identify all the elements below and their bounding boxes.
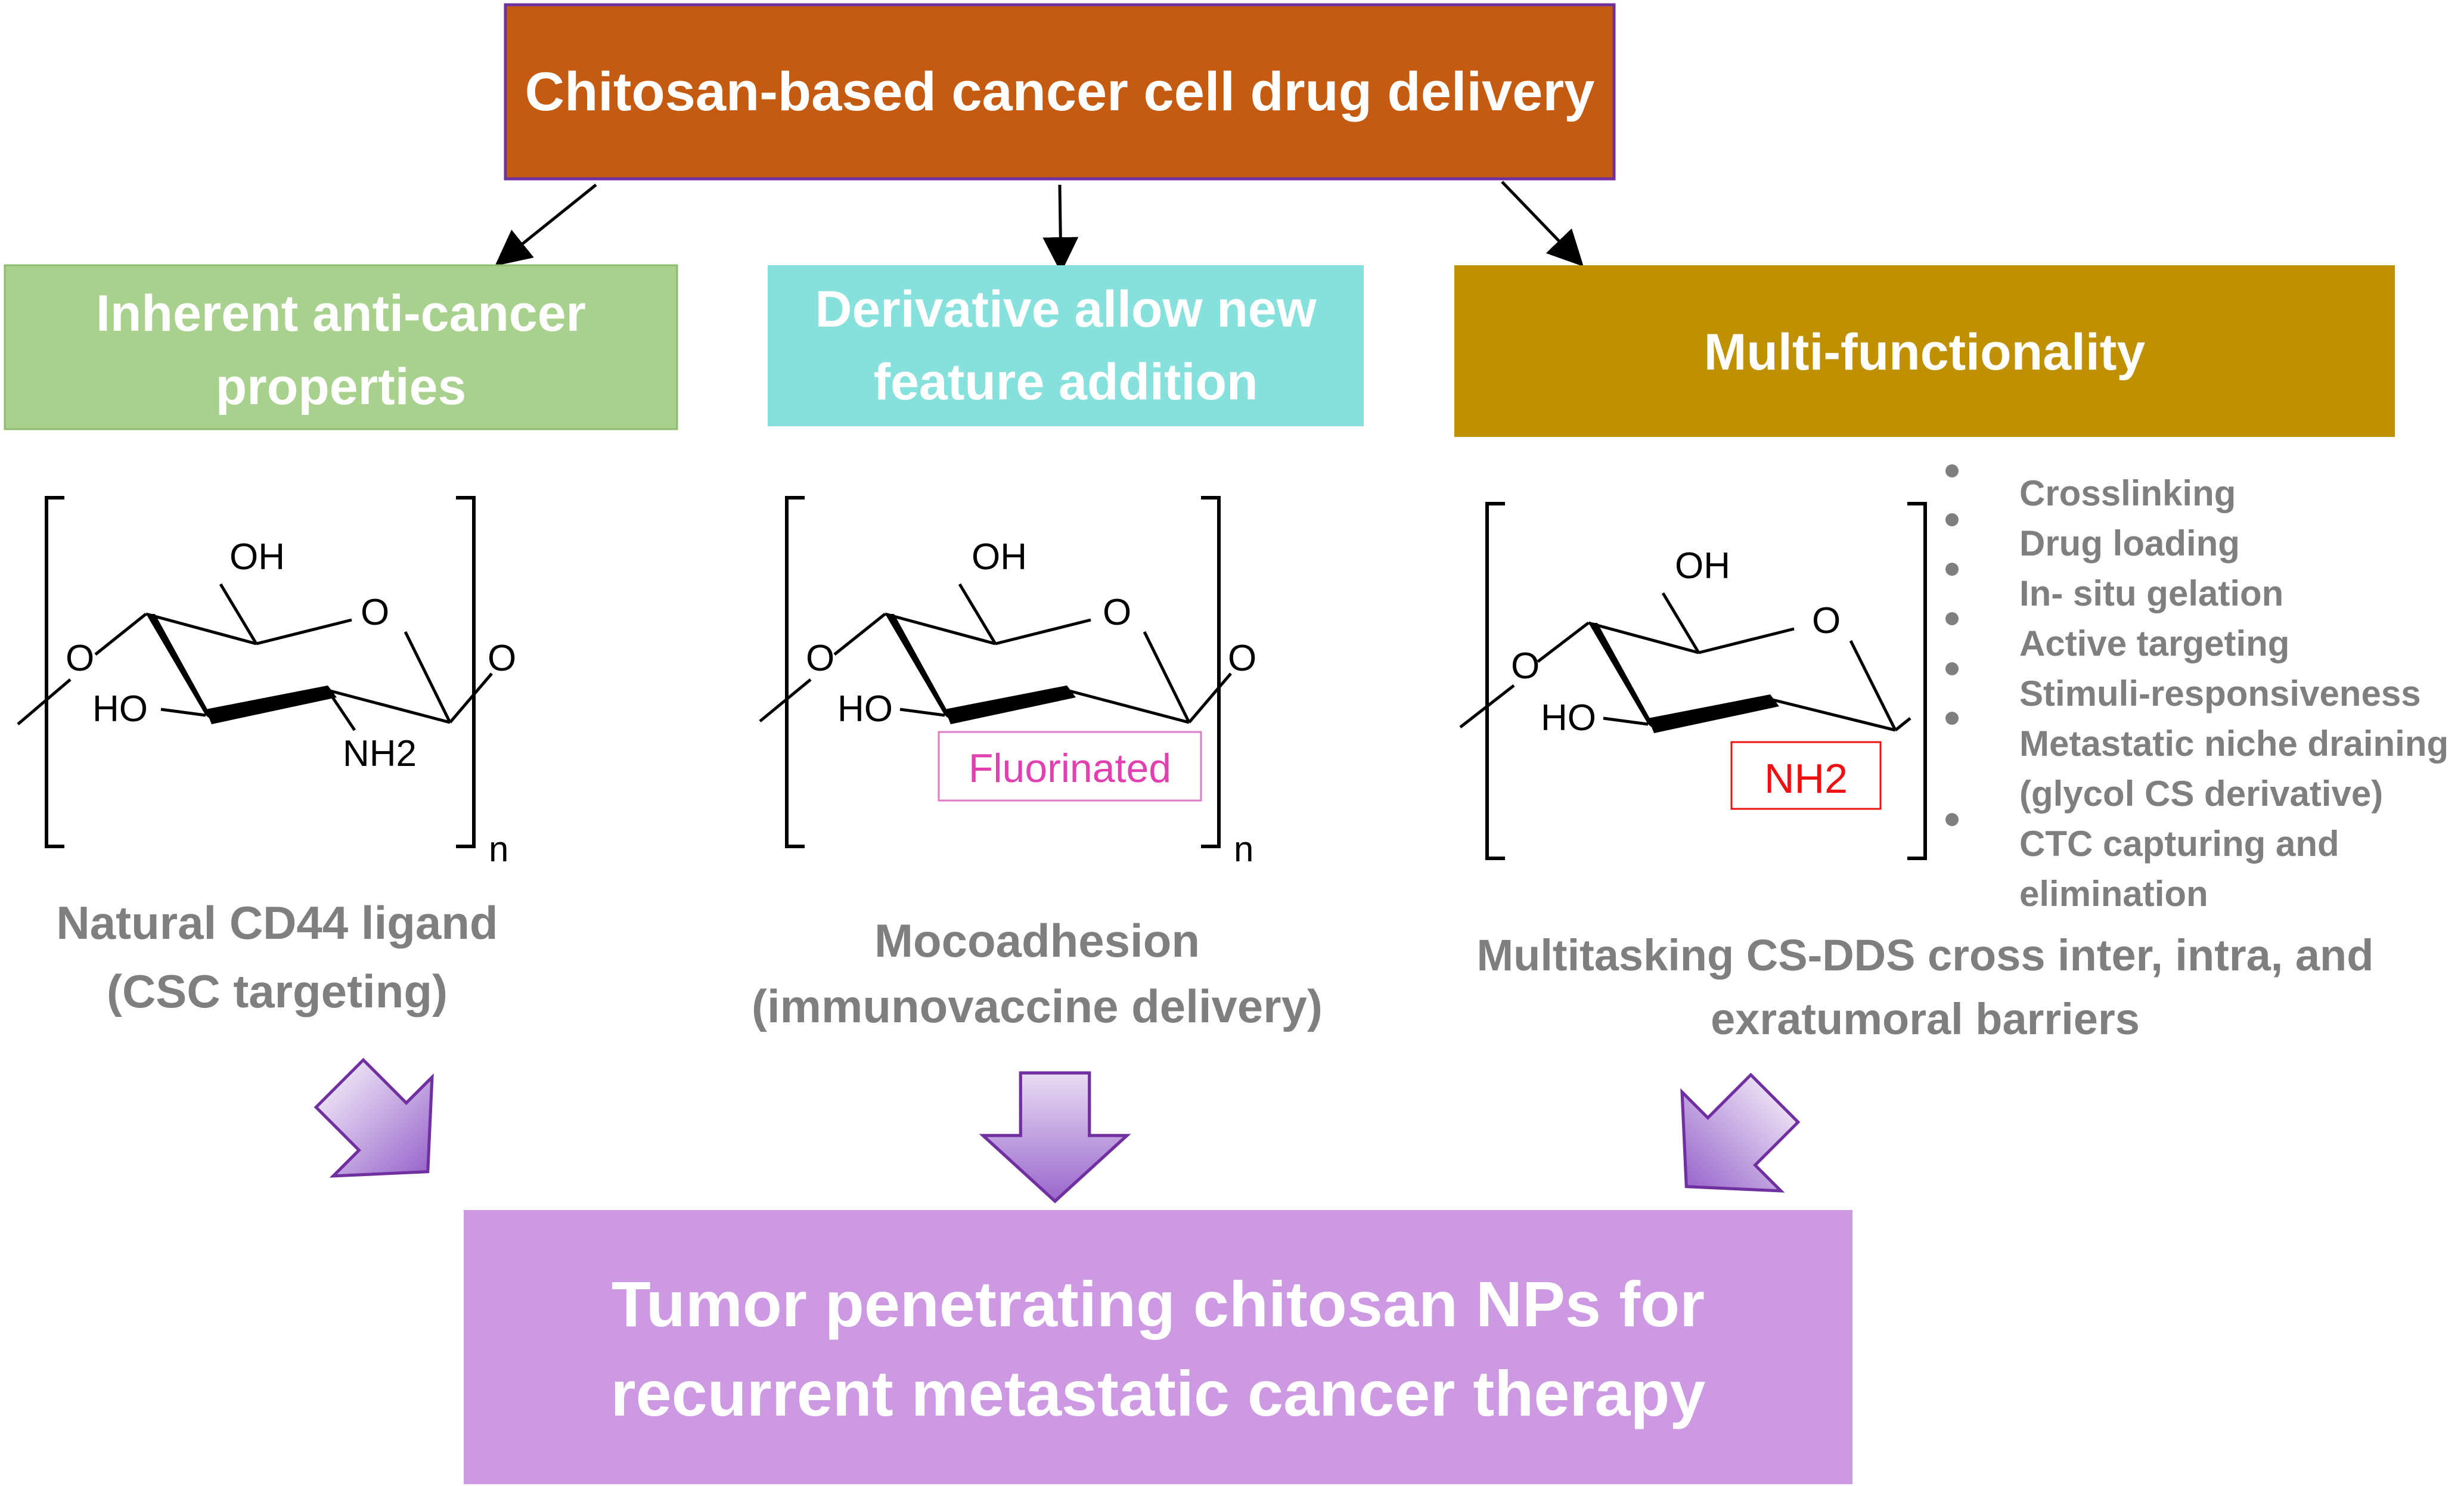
caption-left-line1: Natural CD44 ligand — [56, 896, 498, 949]
oxygen-right: O — [488, 638, 516, 679]
bullet-dot — [1945, 513, 1959, 526]
heading-box-right: Multi-functionality — [1454, 265, 2395, 437]
oxygen-left: O — [66, 638, 94, 679]
connector-right — [1501, 181, 1584, 267]
title-text: Chitosan-based cancer cell drug delivery — [525, 61, 1595, 122]
bottom-box: Tumor penetrating chitosan NPs for recur… — [464, 1210, 1852, 1484]
bullet-dot — [1945, 813, 1959, 826]
bottom-line1: Tumor penetrating chitosan NPs for — [612, 1268, 1705, 1340]
heading-box-left: Inherent anti-cancer properties — [4, 264, 678, 430]
connector-arrows — [495, 181, 1584, 273]
feature-item: Stimuli-responsiveness — [2019, 674, 2421, 713]
bullet-dot — [1945, 712, 1959, 725]
bracket-right — [456, 496, 476, 848]
oxygen-left: O — [1511, 646, 1540, 687]
oxygen-right: O — [1228, 638, 1256, 679]
bullet-dot — [1945, 662, 1959, 675]
block-arrow-middle — [983, 1073, 1127, 1201]
heading-box-middle: Derivative allow new feature addition — [768, 265, 1364, 426]
heading-middle-line1: Derivative allow new — [815, 281, 1317, 338]
caption-left: Natural CD44 ligand (CSC targeting) — [56, 896, 498, 1017]
ring-oxygen-label: O — [1103, 592, 1131, 633]
title-box: Chitosan-based cancer cell drug delivery — [504, 3, 1616, 181]
caption-right: Multitasking CS-DDS cross inter, intra, … — [1477, 930, 2374, 1044]
amine-label-box — [1730, 741, 1882, 810]
bracket-left — [1485, 502, 1505, 860]
block-arrow-right — [1637, 1049, 1824, 1236]
feature-item: (glycol CS derivative) — [2019, 774, 2383, 814]
ring-oxygen-label: O — [1812, 600, 1841, 641]
ring-oxygen-label: O — [361, 592, 389, 633]
bracket-left — [785, 496, 805, 848]
feature-item: elimination — [2019, 874, 2208, 914]
fluorinated-label: Fluorinated — [969, 746, 1171, 791]
hydroxyl-label: HO — [1541, 697, 1596, 739]
caption-middle-line2: (immunovaccine delivery) — [752, 980, 1323, 1032]
hydroxymethyl-label: OH — [229, 536, 285, 578]
feature-item: In- situ gelation — [2019, 573, 2283, 613]
bullet-dot — [1945, 563, 1959, 576]
bottom-line2: recurrent metastatic cancer therapy — [611, 1357, 1706, 1429]
repeat-subscript-n: n — [489, 829, 508, 869]
heading-left-line1: Inherent anti-cancer — [96, 285, 586, 342]
hydroxyl-label: HO — [837, 688, 893, 730]
hydroxymethyl-label: OH — [1675, 545, 1730, 587]
feature-item: Drug loading — [2019, 523, 2240, 563]
feature-item: CTC capturing and — [2019, 824, 2339, 864]
caption-middle-line1: Mocoadhesion — [874, 914, 1200, 967]
heading-right-line1: Multi-functionality — [1704, 324, 2146, 381]
chitosan-structure: O OH O HO NH2 O n — [17, 496, 516, 869]
heading-left-line2: properties — [216, 358, 467, 415]
heading-middle-line2: feature addition — [873, 353, 1258, 411]
amine-structure: O OH O HO NH2 — [1459, 502, 1927, 860]
feature-item: Crosslinking — [2019, 473, 2236, 513]
bracket-right — [1201, 496, 1221, 848]
block-arrow-left — [290, 1034, 477, 1221]
feature-item: Metastatic niche draining — [2019, 724, 2449, 764]
bracket-left — [45, 496, 64, 848]
hydroxyl-label: HO — [92, 688, 148, 730]
fluorinated-label-box — [938, 731, 1202, 802]
caption-right-line2: exratumoral barriers — [1711, 994, 2140, 1044]
bracket-right — [1907, 502, 1927, 860]
fluorinated-structure: O OH O HO O Fluorinated n — [759, 496, 1256, 869]
caption-middle: Mocoadhesion (immunovaccine delivery) — [752, 914, 1323, 1032]
oxygen-left: O — [806, 638, 834, 679]
hydroxymethyl-label: OH — [972, 536, 1027, 578]
connector-middle — [1042, 184, 1079, 273]
caption-right-line1: Multitasking CS-DDS cross inter, intra, … — [1477, 930, 2374, 980]
bullet-dot — [1945, 612, 1959, 625]
amine-label: NH2 — [343, 733, 417, 774]
bullet-dot — [1945, 464, 1959, 477]
feature-item: Active targeting — [2019, 623, 2289, 663]
caption-left-line2: (CSC targeting) — [107, 965, 448, 1017]
connector-left — [495, 184, 597, 266]
repeat-subscript-n: n — [1234, 829, 1253, 869]
amine-label: NH2 — [1764, 755, 1848, 802]
